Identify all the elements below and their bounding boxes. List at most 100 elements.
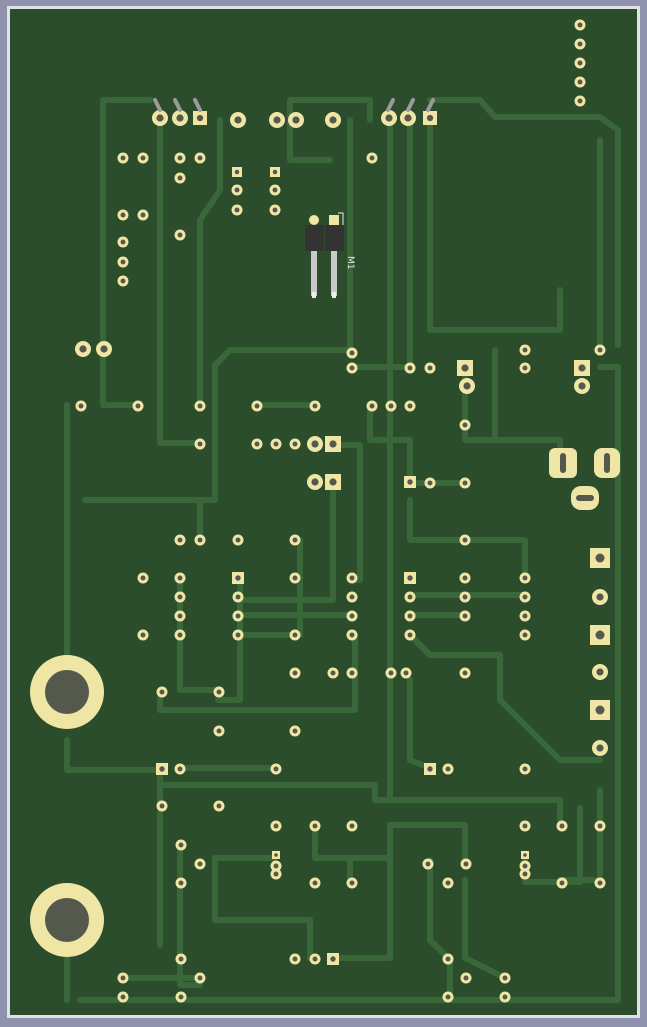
drill-hole: [522, 766, 528, 772]
drill-hole: [462, 594, 468, 600]
drill-hole: [120, 994, 126, 1000]
drill-hole: [312, 956, 318, 962]
board-copper-fill: [10, 9, 637, 1015]
drill-hole: [197, 975, 203, 981]
drill-hole: [176, 114, 184, 122]
drill-hole: [559, 880, 565, 886]
drill-hole: [235, 594, 241, 600]
drill-hole: [216, 689, 222, 695]
drill-hole: [522, 863, 528, 869]
drill-hole: [292, 537, 298, 543]
drill-hole: [522, 613, 528, 619]
drill-hole: [595, 705, 605, 715]
drill-hole: [595, 553, 605, 563]
drill-hole: [349, 670, 355, 676]
drill-hole: [349, 880, 355, 886]
drill-hole: [445, 994, 451, 1000]
drill-hole: [349, 365, 355, 371]
drill-hole: [502, 994, 508, 1000]
drill-hole: [178, 842, 184, 848]
drill-hole: [463, 975, 469, 981]
drill-hole: [522, 594, 528, 600]
drill-hole: [577, 41, 583, 47]
drill-hole: [462, 480, 468, 486]
drill-hole: [445, 880, 451, 886]
drill-hole: [349, 594, 355, 600]
drill-hole: [311, 478, 319, 486]
drill-hole: [312, 880, 318, 886]
drill-hole: [292, 116, 300, 124]
drill-hole: [403, 670, 409, 676]
drill-hole: [120, 155, 126, 161]
drill-hole: [407, 403, 413, 409]
drill-hole: [273, 871, 279, 877]
drill-hole: [120, 278, 126, 284]
drill-hole: [462, 670, 468, 676]
bent-header-leads: [153, 98, 435, 112]
drill-hole: [427, 480, 433, 486]
drill-hole: [522, 632, 528, 638]
drill-hole: [273, 116, 281, 124]
drill-hole: [197, 403, 203, 409]
drill-hole: [120, 239, 126, 245]
drill-hole: [330, 670, 336, 676]
pin-header-m1: M1: [305, 212, 355, 298]
drill-hole: [329, 478, 337, 486]
drill-hole: [235, 632, 241, 638]
drill-hole: [235, 537, 241, 543]
drill-hole: [463, 382, 471, 390]
drill-hole: [197, 441, 203, 447]
drill-hole: [522, 575, 528, 581]
drill-hole: [178, 956, 184, 962]
drill-hole: [254, 441, 260, 447]
drill-hole: [100, 345, 108, 353]
drill-hole: [177, 537, 183, 543]
drill-hole: [177, 766, 183, 772]
drill-hole: [274, 853, 278, 857]
drill-hole: [177, 155, 183, 161]
component-pads: [75, 19, 610, 1003]
large-mount-holes: [30, 655, 104, 957]
drill-hole: [577, 79, 583, 85]
drill-hole: [522, 347, 528, 353]
drill-hole: [177, 594, 183, 600]
drill-hole: [196, 114, 204, 122]
drill-hole: [273, 766, 279, 772]
drill-hole: [388, 670, 394, 676]
drill-hole: [156, 114, 164, 122]
drill-hole: [216, 803, 222, 809]
drill-hole: [578, 364, 586, 372]
drill-hole: [462, 613, 468, 619]
drill-hole: [596, 593, 604, 601]
component-label: M1: [345, 256, 355, 270]
drill-hole: [522, 365, 528, 371]
drill-hole: [197, 861, 203, 867]
drill-hole: [272, 187, 278, 193]
drill-hole: [272, 207, 278, 213]
drill-hole: [349, 823, 355, 829]
drill-hole: [523, 853, 527, 857]
drill-hole: [120, 259, 126, 265]
drill-hole: [234, 169, 240, 175]
drill-hole: [577, 60, 583, 66]
drill-hole: [292, 632, 298, 638]
drill-hole: [177, 175, 183, 181]
drill-hole: [578, 382, 586, 390]
drill-hole: [407, 594, 413, 600]
drill-hole: [292, 575, 298, 581]
drill-hole: [462, 575, 468, 581]
drill-hole: [235, 613, 241, 619]
drill-hole: [135, 403, 141, 409]
drill-hole: [312, 403, 318, 409]
drill-hole: [522, 871, 528, 877]
drill-hole: [120, 212, 126, 218]
drill-hole: [425, 861, 431, 867]
drill-hole: [178, 994, 184, 1000]
drill-hole: [329, 440, 337, 448]
drill-hole: [349, 575, 355, 581]
drill-hole: [159, 689, 165, 695]
drill-hole: [234, 116, 242, 124]
drill-hole: [234, 187, 240, 193]
